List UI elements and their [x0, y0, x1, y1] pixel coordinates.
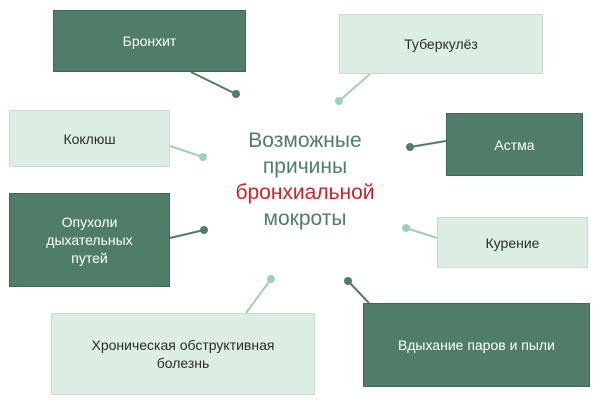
central-topic-line-4: мокроты — [263, 207, 347, 230]
cause-pertussis-label: Коклюш — [63, 130, 116, 147]
connector-inhalation — [347, 280, 370, 304]
connector-tumors — [169, 229, 205, 239]
connector-dot-asthma — [406, 143, 414, 151]
connector-dot-tuberculosis — [335, 97, 343, 105]
cause-inhalation: Вдыхание паров и пыли — [363, 303, 590, 387]
connector-dot-inhalation — [344, 277, 352, 285]
connector-copd — [245, 278, 272, 314]
connector-dot-bronchitis — [232, 90, 240, 98]
central-topic-line-1: Возможные — [248, 129, 362, 152]
cause-asthma: Астма — [446, 113, 583, 176]
cause-copd: Хроническая обструктивная болезнь — [51, 313, 315, 395]
cause-tumors-label-2: дыхательных — [46, 232, 133, 248]
cause-copd-label-1: Хроническая обструктивная — [91, 337, 275, 353]
connector-bronchitis — [190, 71, 237, 95]
cause-smoking-label: Курение — [485, 234, 540, 251]
connector-smoking — [405, 227, 438, 239]
connector-tuberculosis — [338, 73, 371, 102]
connector-dot-copd — [267, 275, 275, 283]
connector-pertussis — [169, 145, 204, 158]
cause-tumors-label-3: путей — [71, 250, 108, 266]
cause-tuberculosis: Туберкулёз — [339, 14, 543, 74]
cause-bronchitis: Бронхит — [53, 10, 246, 72]
cause-pertussis: Коклюш — [9, 110, 170, 167]
cause-copd-label-2: болезнь — [156, 355, 210, 371]
central-topic-line-2: причины — [262, 155, 348, 178]
connector-dot-pertussis — [199, 153, 207, 161]
cause-smoking: Курение — [437, 217, 588, 268]
connector-dot-tumors — [200, 226, 208, 234]
cause-bronchitis-label: Бронхит — [122, 33, 177, 49]
central-topic-line-3: бронхиальной — [235, 181, 375, 204]
cause-tumors: Опухоли дыхательных путей — [9, 193, 170, 287]
central-topic: Возможные причины бронхиальной мокроты — [210, 128, 400, 232]
connector-dot-smoking — [402, 224, 410, 232]
cause-asthma-label: Астма — [494, 136, 535, 153]
cause-tuberculosis-label: Туберкулёз — [404, 36, 478, 52]
connector-asthma — [409, 140, 447, 148]
cause-tumors-label-1: Опухоли — [61, 214, 118, 230]
cause-inhalation-label: Вдыхание паров и пыли — [398, 337, 555, 353]
